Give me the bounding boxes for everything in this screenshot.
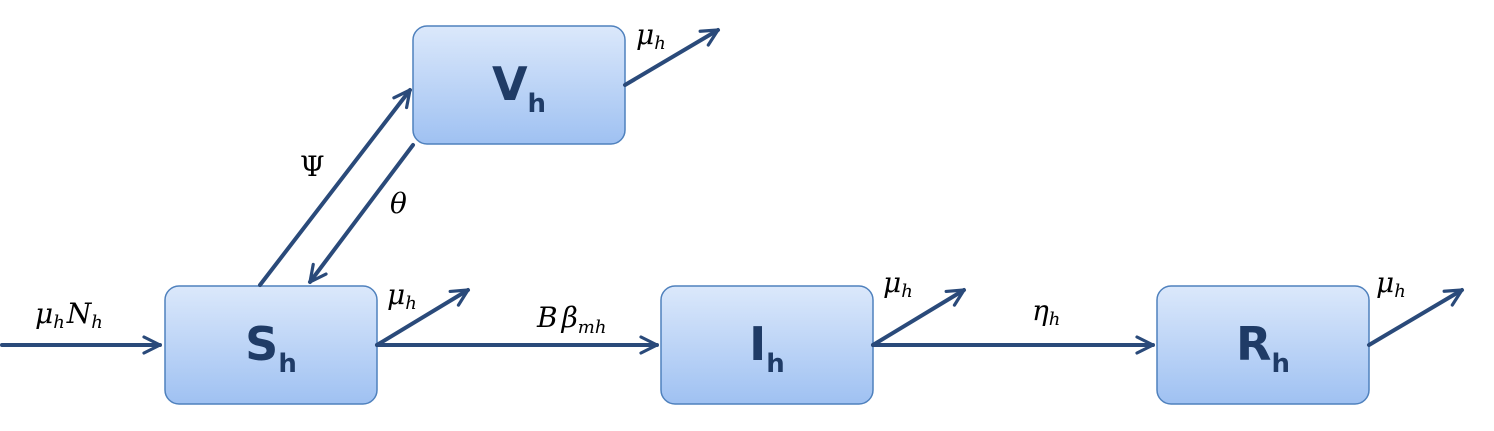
svg-text:Sh: Sh	[245, 317, 297, 379]
vaccinated-label: V	[492, 57, 528, 111]
recovery-rate-label: ηh	[1032, 294, 1060, 330]
recovered-compartment: Rh	[1156, 285, 1370, 405]
infected-label: I	[749, 317, 766, 371]
svg-text:Ih: Ih	[749, 317, 785, 379]
susceptible-compartment: Sh	[164, 285, 378, 405]
death-arrow-infected	[871, 288, 966, 347]
death-arrow-vaccinated	[623, 28, 720, 87]
vaccinated-compartment: Vh	[412, 25, 626, 145]
infected-subscript: h	[766, 349, 785, 379]
svg-text:Rh: Rh	[1236, 317, 1290, 379]
death-rate-label-vaccinated: μh	[636, 18, 666, 54]
waning-arrow	[308, 143, 415, 284]
death-arrow-susceptible	[375, 288, 470, 347]
death-rate-label-susceptible: μh	[387, 278, 417, 314]
vaccination-rate-label: Ψ	[300, 150, 325, 183]
death-arrow-recovered	[1367, 288, 1464, 347]
waning-rate-label: θ	[390, 187, 407, 220]
svg-text:Vh: Vh	[492, 57, 546, 119]
vaccinated-subscript: h	[528, 89, 547, 119]
infected-compartment: Ih	[660, 285, 874, 405]
susceptible-label: S	[245, 317, 278, 371]
susceptible-subscript: h	[278, 349, 297, 379]
death-rate-label-infected: μh	[883, 266, 913, 302]
recovered-subscript: h	[1271, 349, 1290, 379]
recruitment-rate-label: μhNh	[35, 297, 103, 333]
death-rate-label-recovered: μh	[1376, 266, 1406, 302]
vaccination-arrow	[258, 88, 412, 287]
recovered-label: R	[1236, 317, 1271, 371]
